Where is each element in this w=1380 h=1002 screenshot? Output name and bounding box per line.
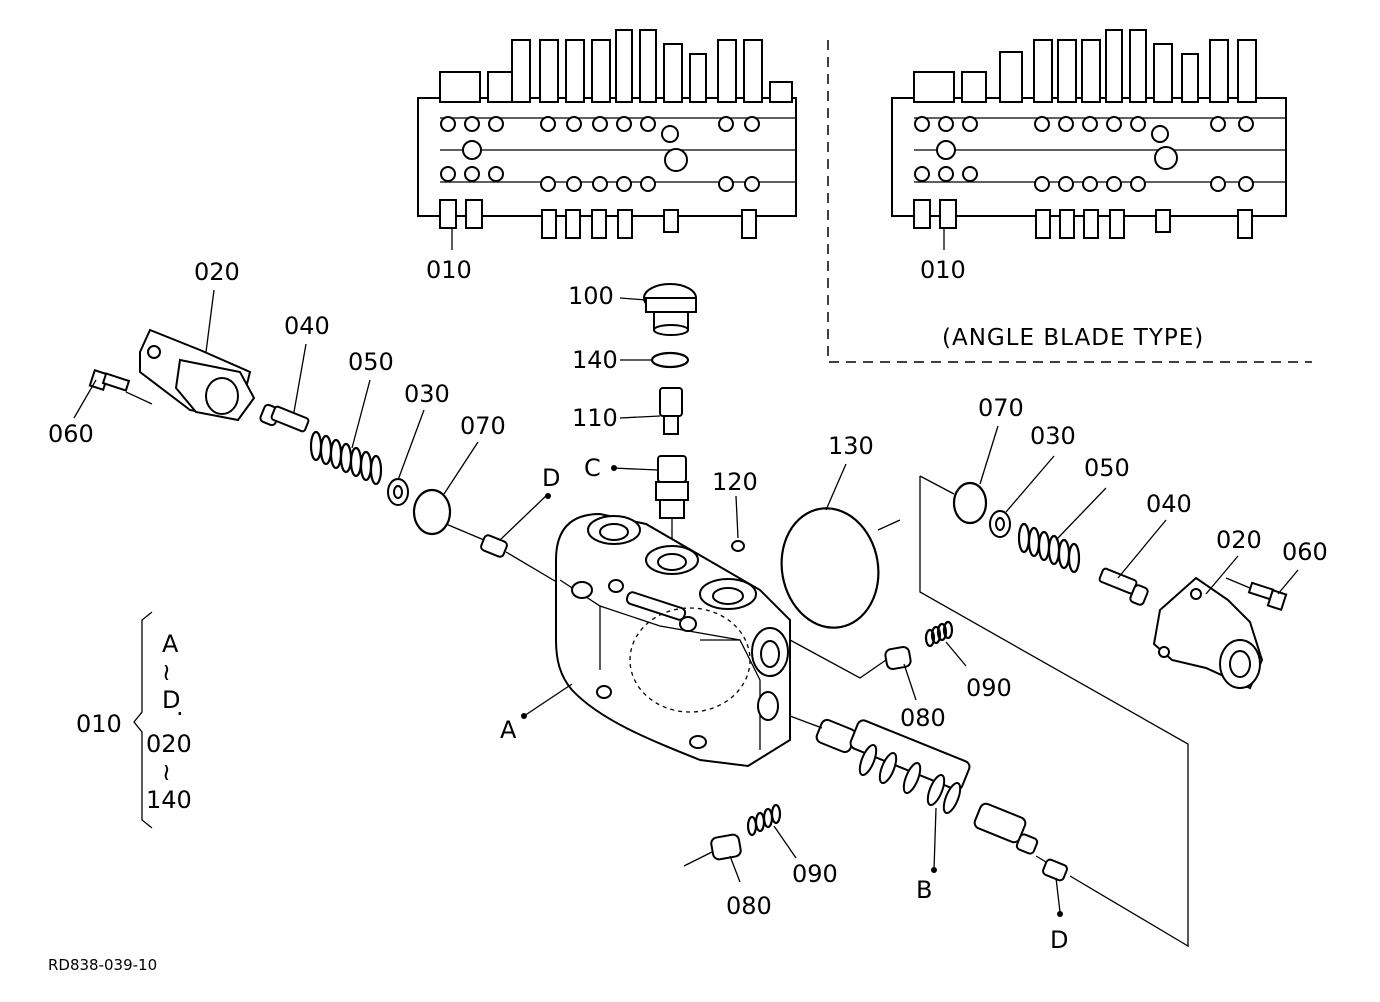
left-small-plug xyxy=(480,534,508,558)
control-valve-assembly-right xyxy=(891,29,1287,250)
label-070-left: 070 xyxy=(460,412,506,440)
legend-A: A xyxy=(162,630,179,658)
label-070-right: 070 xyxy=(978,394,1024,422)
label-A: A xyxy=(500,716,517,744)
legend-010: 010 xyxy=(76,710,122,738)
label-110: 110 xyxy=(572,404,618,432)
bottom-spring-090 xyxy=(746,803,782,837)
top-oring-140 xyxy=(650,351,690,369)
left-plug-040 xyxy=(259,403,310,433)
left-bolt-060 xyxy=(88,368,131,392)
label-120: 120 xyxy=(712,468,758,496)
label-080-right: 080 xyxy=(900,704,946,732)
leader-lines xyxy=(73,289,1299,913)
legend-dot: · xyxy=(176,700,184,728)
control-valve-assembly-left xyxy=(417,29,797,250)
label-angle-blade-type: (ANGLE BLADE TYPE) xyxy=(942,325,1204,351)
right-spring-090 xyxy=(924,620,954,648)
label-020-right: 020 xyxy=(1216,526,1262,554)
label-050-left: 050 xyxy=(348,348,394,376)
bottom-plug-080 xyxy=(710,833,742,861)
right-bolt-060 xyxy=(1247,581,1288,612)
top-plug-110 xyxy=(659,387,683,435)
left-washer-030 xyxy=(387,478,409,506)
label-100: 100 xyxy=(568,282,614,310)
right-oring-070 xyxy=(952,481,988,525)
label-010-top-left: 010 xyxy=(426,256,472,284)
left-oring-070 xyxy=(412,488,452,536)
reference-dots xyxy=(521,465,1063,917)
label-C: C xyxy=(584,454,601,482)
label-060-right: 060 xyxy=(1282,538,1328,566)
right-cap-020 xyxy=(1152,576,1264,690)
spool-B xyxy=(815,718,1039,855)
legend-tilde-1: ≀ xyxy=(162,658,171,686)
legend-tilde-2: ≀ xyxy=(162,758,171,786)
left-spring-050 xyxy=(309,430,383,486)
legend-D: D xyxy=(162,686,180,714)
top-fitting-C xyxy=(655,455,689,519)
legend-bracket xyxy=(133,611,153,829)
label-030-left: 030 xyxy=(404,380,450,408)
variant-separator-dashed xyxy=(827,40,1312,363)
label-020-left: 020 xyxy=(194,258,240,286)
bottom-right-plug xyxy=(1042,858,1068,882)
left-cap-020 xyxy=(139,328,256,422)
label-050-right: 050 xyxy=(1084,454,1130,482)
right-plug-040 xyxy=(1098,567,1149,606)
label-010-top-right: 010 xyxy=(920,256,966,284)
label-040-right: 040 xyxy=(1146,490,1192,518)
legend-020: 020 xyxy=(146,730,192,758)
label-D-left: D xyxy=(542,464,560,492)
label-080-bottom: 080 xyxy=(726,892,772,920)
label-B: B xyxy=(916,876,932,904)
top-cap-100 xyxy=(643,283,697,336)
drawing-reference-number: RD838-039-10 xyxy=(48,956,157,974)
label-D-bottom: D xyxy=(1050,926,1068,954)
label-090-bottom: 090 xyxy=(792,860,838,888)
label-060-left: 060 xyxy=(48,420,94,448)
label-140: 140 xyxy=(572,346,618,374)
valve-body xyxy=(555,512,791,768)
small-oring-120 xyxy=(731,540,745,552)
label-130: 130 xyxy=(828,432,874,460)
label-040-left: 040 xyxy=(284,312,330,340)
right-washer-030 xyxy=(989,510,1011,538)
large-oring-130 xyxy=(780,507,880,629)
label-090-right: 090 xyxy=(966,674,1012,702)
label-030-right: 030 xyxy=(1030,422,1076,450)
right-spring-050 xyxy=(1017,522,1081,574)
right-plug-080 xyxy=(884,646,912,670)
legend-140: 140 xyxy=(146,786,192,814)
